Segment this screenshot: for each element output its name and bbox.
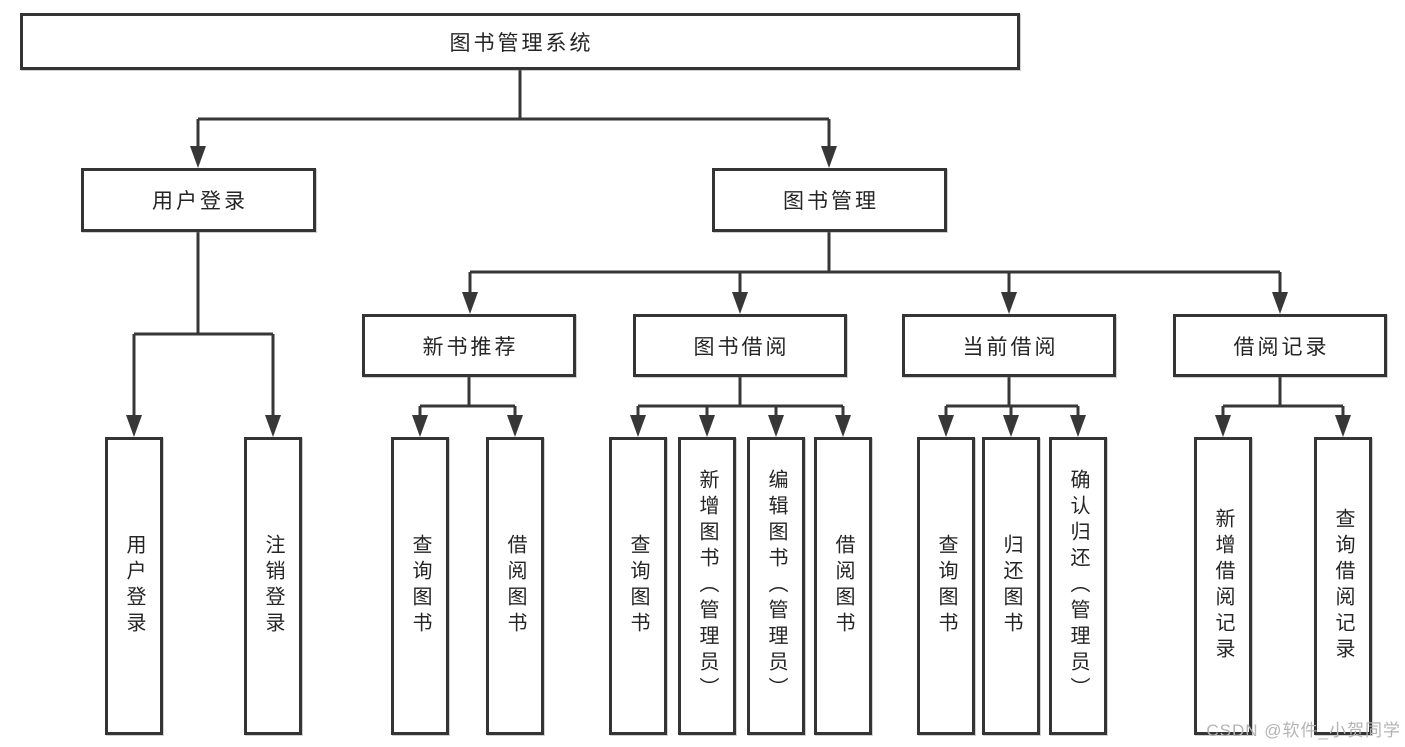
leaf-query-books-current: 查询图书 [917,437,975,735]
node-root-label: 图书管理系统 [449,31,594,55]
leaf-confirm-return-admin-label: 确认归还（管理员） [1067,469,1089,703]
leaf-add-books-admin-label: 新增图书（管理员） [696,469,718,703]
leaf-query-books-borrowing-label: 查询图书 [627,534,649,638]
leaf-query-books-recommend: 查询图书 [391,437,449,735]
node-book-management-label: 图书管理 [783,190,879,213]
leaf-query-borrow-record: 查询借阅记录 [1314,437,1372,735]
node-borrowing-records-label: 借阅记录 [1233,335,1330,359]
leaf-user-login: 用户登录 [105,437,163,735]
leaf-edit-books-admin: 编辑图书（管理员） [747,437,805,735]
leaf-borrow-books-borrowing-label: 借阅图书 [832,534,854,638]
node-user-login-label: 用户登录 [152,190,248,213]
leaf-query-books-borrowing: 查询图书 [609,437,667,735]
leaf-add-borrow-record: 新增借阅记录 [1194,437,1252,735]
leaf-add-borrow-record-label: 新增借阅记录 [1212,508,1234,664]
leaf-borrow-books-recommend: 借阅图书 [486,437,544,735]
leaf-logout-label: 注销登录 [262,534,284,638]
leaf-return-books-label: 归还图书 [1000,534,1022,638]
node-root-system: 图书管理系统 [20,13,1020,70]
node-book-borrowing-label: 图书借阅 [693,335,790,359]
leaf-query-books-recommend-label: 查询图书 [409,534,431,638]
arrowhead-icons [126,146,1351,437]
connector-lines [132,70,1345,416]
leaf-edit-books-admin-label: 编辑图书（管理员） [765,469,787,703]
node-borrowing-records: 借阅记录 [1173,314,1387,377]
leaf-return-books: 归还图书 [982,437,1040,735]
csdn-watermark: CSDN @软件_小贺同学 [1206,721,1401,740]
leaf-user-login-label: 用户登录 [123,534,145,638]
node-new-book-recommendation: 新书推荐 [362,314,576,377]
node-user-login: 用户登录 [81,168,316,232]
node-new-book-recommendation-label: 新书推荐 [422,335,519,359]
leaf-query-borrow-record-label: 查询借阅记录 [1332,508,1354,664]
leaf-logout: 注销登录 [244,437,302,735]
node-book-management: 图书管理 [712,168,947,232]
leaf-add-books-admin: 新增图书（管理员） [678,437,736,735]
node-book-borrowing: 图书借阅 [633,314,847,377]
leaf-borrow-books-recommend-label: 借阅图书 [504,534,526,638]
leaf-borrow-books-borrowing: 借阅图书 [814,437,872,735]
node-current-borrowing-label: 当前借阅 [962,335,1059,359]
leaf-confirm-return-admin: 确认归还（管理员） [1049,437,1107,735]
leaf-query-books-current-label: 查询图书 [935,534,957,638]
node-current-borrowing: 当前借阅 [902,314,1116,377]
